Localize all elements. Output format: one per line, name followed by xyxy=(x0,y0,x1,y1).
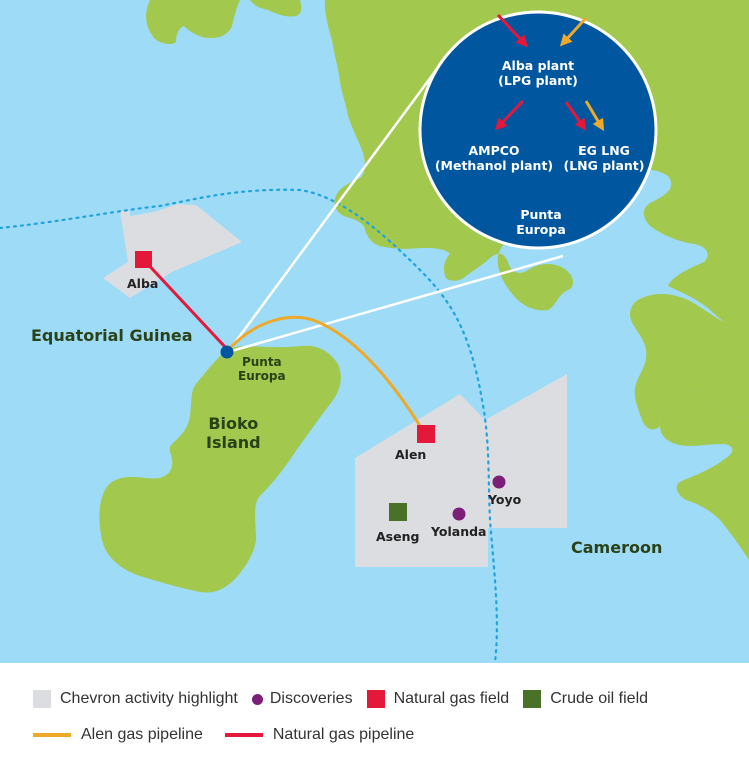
activity-swatch-icon xyxy=(33,690,51,708)
inset-arrow-to-eglng-red xyxy=(564,101,587,131)
label-punta-line1: Punta xyxy=(241,355,282,369)
alba-gas-field-marker xyxy=(135,251,152,268)
gas-pipeline-line-icon xyxy=(224,733,263,737)
inset-circle xyxy=(418,10,658,250)
inset-label-punta-europa: Punta Europa xyxy=(506,207,576,237)
inset-arrow-alen-in xyxy=(559,16,588,47)
legend-item-oil-field: Crude oil field xyxy=(523,690,648,708)
alba-block xyxy=(103,204,242,298)
map-area: Equatorial Guinea Cameroon Bioko Island … xyxy=(0,0,749,663)
inset-alba-line1: Alba plant xyxy=(501,58,575,73)
map-graphic xyxy=(0,0,749,663)
legend-label-oil-field: Crude oil field xyxy=(550,690,649,707)
gas-field-swatch-icon xyxy=(366,690,385,708)
inset-arrow-to-ampco xyxy=(494,99,525,131)
inset-punta-line1: Punta xyxy=(520,207,562,222)
legend-label-activity: Chevron activity highlight xyxy=(60,690,238,707)
inset-arrow-to-eglng-orange xyxy=(584,100,605,132)
inset-label-ampco: AMPCO (Methanol plant) xyxy=(432,143,556,173)
legend-item-gas-field: Natural gas field xyxy=(366,690,510,708)
oil-field-swatch-icon xyxy=(523,690,542,708)
legend-item-discoveries: Discoveries xyxy=(251,690,353,708)
legend-item-gas-pipeline: Natural gas pipeline xyxy=(224,726,415,744)
natural-gas-pipeline xyxy=(141,257,228,350)
legend-row-2: Alen gas pipeline Natural gas pipeline xyxy=(33,726,428,744)
map-legend: Chevron activity highlight Discoveries N… xyxy=(0,663,749,766)
label-yoyo: Yoyo xyxy=(488,492,522,507)
inset-connector-top xyxy=(226,57,447,353)
label-punta-line2: Europa xyxy=(238,369,286,384)
inset-label-eg-lng: EG LNG (LNG plant) xyxy=(558,143,650,173)
bioko-island xyxy=(99,345,341,593)
northwest-land xyxy=(146,0,240,45)
discovery-dot-icon xyxy=(251,693,263,705)
legend-label-alen-pipeline: Alen gas pipeline xyxy=(81,726,203,743)
inset-ampco-line2: (Methanol plant) xyxy=(434,158,554,173)
yoyo-discovery-marker xyxy=(492,475,506,489)
inset-eglng-line2: (LNG plant) xyxy=(563,158,645,173)
alen-gas-field-marker xyxy=(417,425,435,443)
label-bioko-line1: Bioko xyxy=(208,414,259,433)
legend-label-gas-field: Natural gas field xyxy=(393,690,510,707)
inset-eglng-line1: EG LNG xyxy=(578,143,630,158)
maritime-border xyxy=(0,188,498,663)
aseng-oil-field-marker xyxy=(389,503,407,521)
yolanda-discovery-marker xyxy=(452,507,466,521)
inset-label-alba-plant: Alba plant (LPG plant) xyxy=(490,58,586,88)
inset-connector-bottom xyxy=(227,254,564,354)
inset-punta-line2: Europa xyxy=(516,222,566,237)
label-punta-europa: Punta Europa xyxy=(238,355,286,384)
legend-item-activity: Chevron activity highlight xyxy=(33,690,238,708)
alen-block xyxy=(355,374,567,567)
inset-alba-line2: (LPG plant) xyxy=(498,73,578,88)
legend-item-alen-pipeline: Alen gas pipeline xyxy=(33,726,203,744)
inset-ampco-line1: AMPCO xyxy=(468,143,520,158)
label-yolanda: Yolanda xyxy=(431,524,487,539)
legend-label-gas-pipeline: Natural gas pipeline xyxy=(272,726,415,743)
alen-pipeline-line-icon xyxy=(33,733,71,737)
east-land xyxy=(659,390,749,560)
label-alen: Alen xyxy=(395,447,427,462)
label-bioko-line2: Island xyxy=(206,433,261,453)
east-land-3 xyxy=(630,294,749,430)
punta-europa-terminal xyxy=(220,345,234,359)
label-aseng: Aseng xyxy=(376,529,420,544)
label-equatorial-guinea: Equatorial Guinea xyxy=(31,326,193,345)
alen-gas-pipeline xyxy=(228,315,422,427)
inset-arrow-gas-in xyxy=(496,13,529,48)
label-bioko-island: Bioko Island xyxy=(206,414,261,452)
legend-label-discoveries: Discoveries xyxy=(269,690,353,707)
label-alba: Alba xyxy=(127,276,159,291)
label-cameroon: Cameroon xyxy=(571,538,663,557)
northwest-land-2 xyxy=(250,0,302,17)
legend-row-1: Chevron activity highlight Discoveries N… xyxy=(33,690,662,708)
